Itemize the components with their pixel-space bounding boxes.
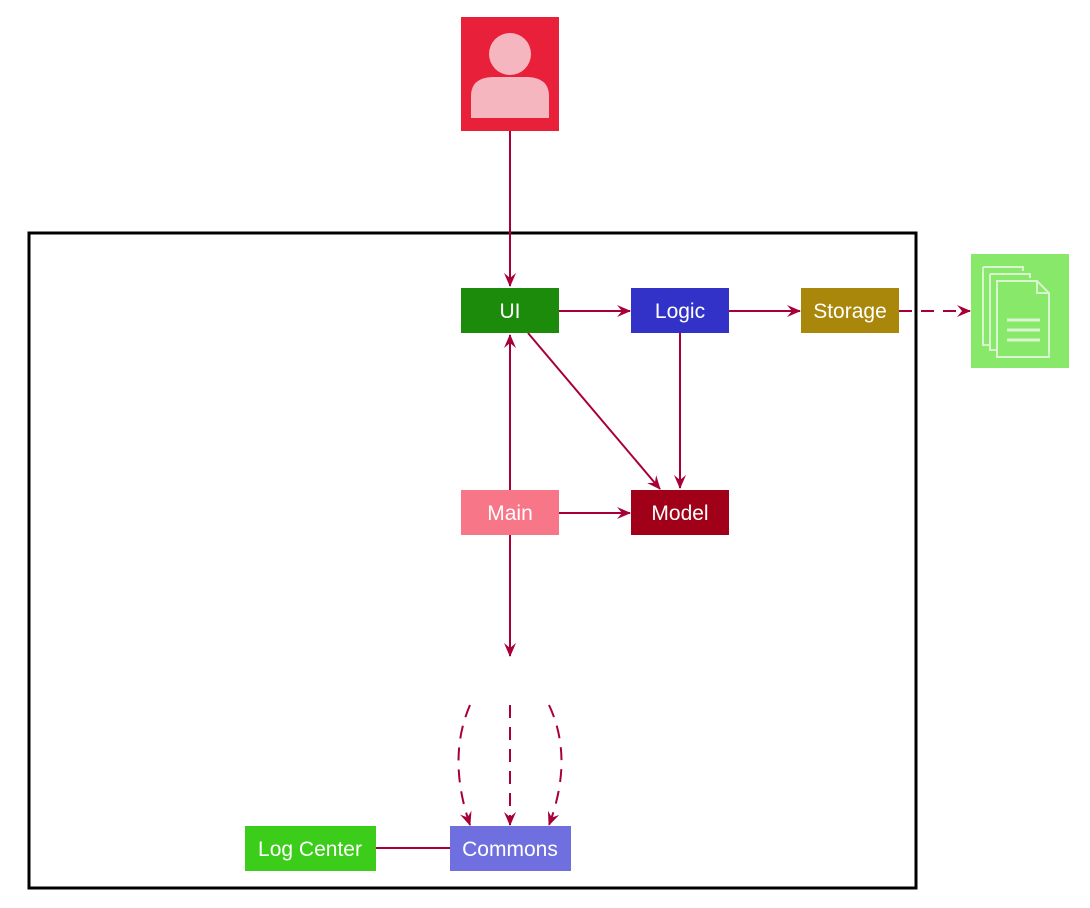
component-main-label: Main <box>487 502 533 525</box>
file-document-icon <box>971 254 1069 368</box>
component-main-box <box>461 490 559 535</box>
component-logic-box <box>631 288 729 333</box>
component-log-center-box <box>245 826 376 871</box>
component-commons-label: Commons <box>462 838 558 861</box>
system-boundary <box>27 231 918 890</box>
component-model-label: Model <box>651 502 708 525</box>
component-ui-box <box>461 288 559 333</box>
edge-dashed-right-commons <box>547 704 563 826</box>
component-main: Main <box>461 490 559 535</box>
component-log-center-label: Log Center <box>258 838 362 861</box>
component-ui: UI <box>461 288 559 333</box>
component-model-box <box>631 490 729 535</box>
component-storage-box <box>801 288 899 333</box>
user-actor <box>461 17 559 131</box>
edges <box>376 131 971 849</box>
edge-dashed-left-commons <box>457 704 472 826</box>
component-ui-label: UI <box>500 300 521 323</box>
edge-ui-model <box>527 332 661 490</box>
component-commons: Commons <box>450 826 571 871</box>
data-file-external <box>971 254 1069 368</box>
component-storage-label: Storage <box>813 300 887 323</box>
component-commons-box <box>450 826 571 871</box>
component-logic-label: Logic <box>655 300 705 323</box>
component-model: Model <box>631 490 729 535</box>
component-logic: Logic <box>631 288 729 333</box>
component-storage: Storage <box>801 288 899 333</box>
component-log-center: Log Center <box>245 826 376 871</box>
